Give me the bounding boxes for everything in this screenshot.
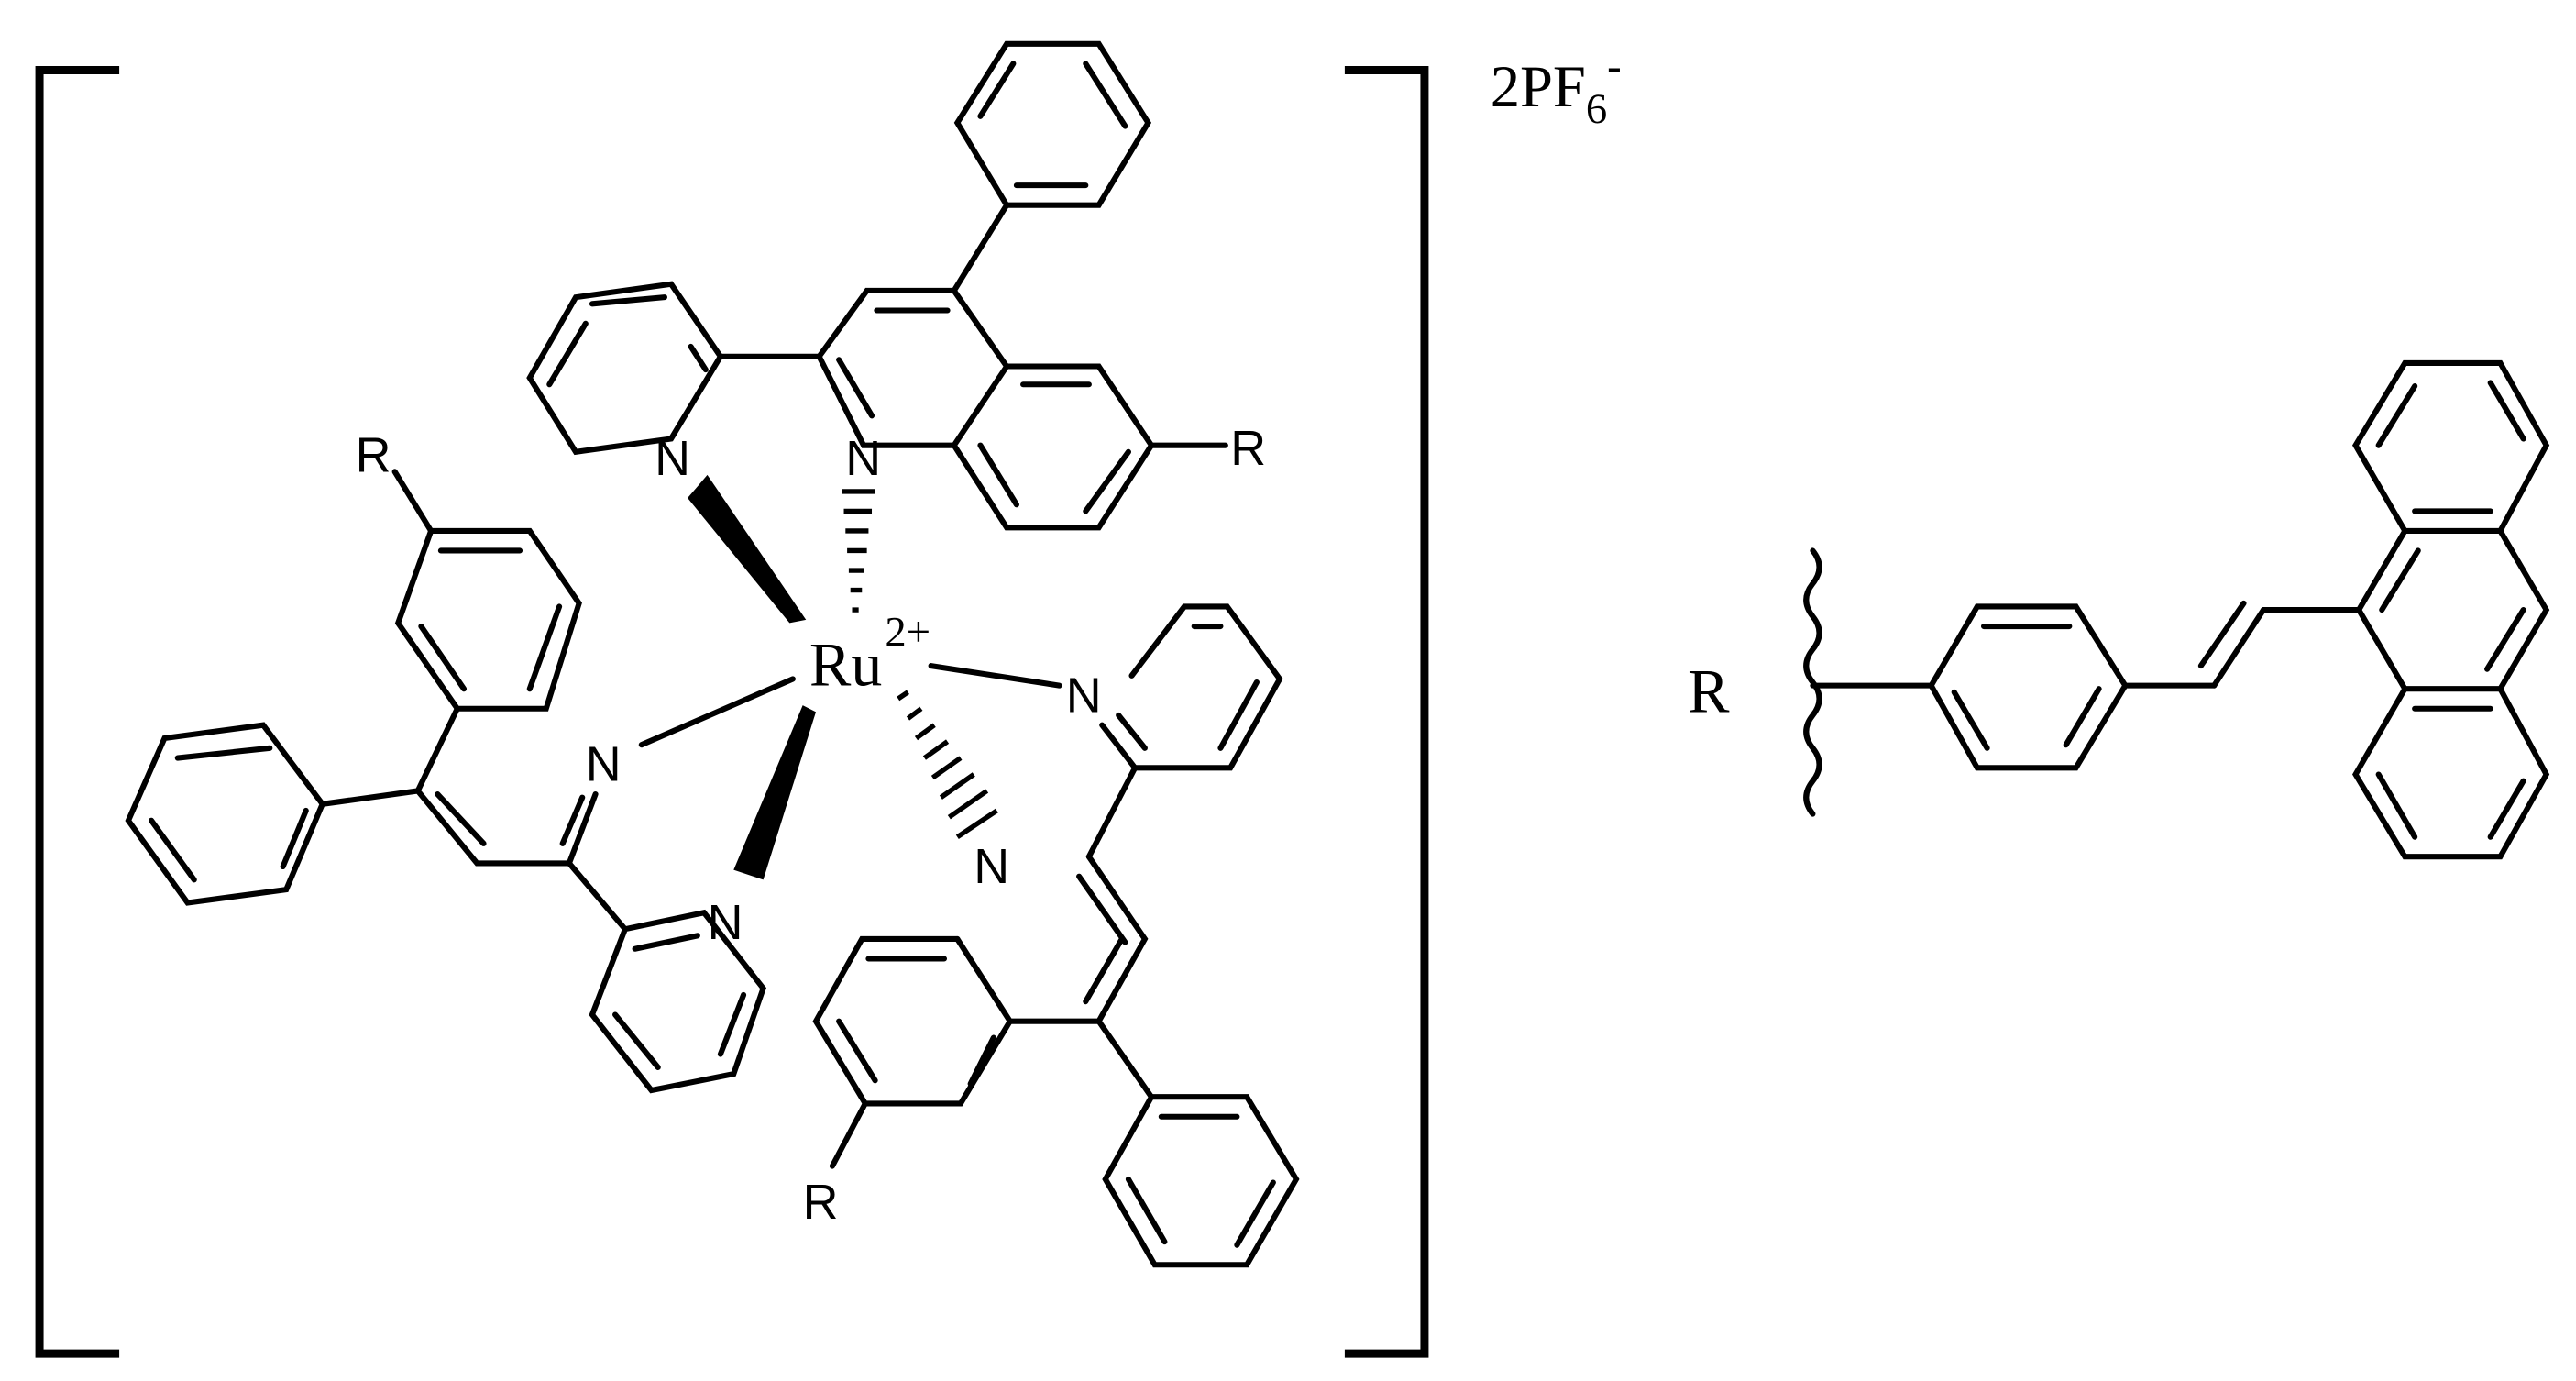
bond-ru-n-right (928, 663, 1062, 689)
ligand-top-pyridine-double-bonds (546, 294, 709, 388)
metal-symbol: Ru (809, 630, 883, 700)
counterion-subscript: 6 (1586, 85, 1607, 133)
phenylene-ring (1928, 603, 2129, 771)
ligand-left-biaryl-bond (566, 860, 628, 933)
counterion-label: 2PF6- (1491, 42, 1622, 133)
ligand-left-phenyl-double-bonds (149, 745, 309, 883)
coordination-bonds (638, 474, 1062, 880)
wavy-attachment-line (1803, 547, 1822, 817)
svg-text:2PF6-: 2PF6- (1491, 42, 1622, 133)
anthracene-central-double-bonds (2379, 547, 2526, 672)
hash-bond-bottom (897, 690, 998, 839)
ligand-left-phenyl-ring (125, 722, 326, 906)
ligand-top-quinoline-ring-a (816, 287, 1010, 448)
counterion-charge: - (1607, 42, 1622, 90)
ligand-top-phenyl-ring (953, 40, 1152, 208)
ligand-top-phenyl-double-bonds (977, 61, 1128, 189)
ligand-top (526, 40, 1228, 531)
hash-bond-top (842, 489, 875, 613)
ligand-bottom (812, 603, 1300, 1268)
nitrogen-bottom-quinoline: N (974, 839, 1009, 894)
counterion-count: 2 (1491, 53, 1520, 119)
substituent-definition: R (1688, 359, 2550, 860)
nitrogen-left-quinoline: N (586, 737, 622, 792)
substituent-definition-label: R (1688, 656, 1730, 725)
right-bracket (1344, 66, 1429, 1358)
ligand-bottom-phenyl-ring (1102, 1094, 1300, 1268)
vinyl-double-bond (2197, 600, 2267, 689)
ligand-left-pyridine-double-bonds (612, 933, 747, 1070)
anthracene-top-double-bonds (2375, 380, 2526, 514)
wedge-bond-top-left (688, 474, 807, 624)
ligand-bottom-quinoline-ring-b-double-bonds (836, 956, 996, 1087)
substituent-r-top: R (1230, 421, 1266, 476)
anthracene-bottom-ring (2352, 686, 2550, 860)
ligand-bottom-quinoline-ring-a-double-bonds (1076, 873, 1128, 1005)
ligand-left-pyridine-ring (589, 909, 767, 1094)
bond-ru-n-left (638, 676, 796, 748)
ligand-left-quinoline-ring-b (394, 527, 582, 712)
left-bracket (35, 66, 120, 1358)
ligand-bottom-phenyl-double-bonds (1125, 1113, 1276, 1248)
substituent-r-bottom: R (803, 1175, 839, 1230)
ligand-left-quinoline-ring-b-double-bonds (418, 547, 563, 692)
ligand-left-quinoline-ring-a (414, 705, 599, 867)
ligand-left-r-bond (391, 469, 435, 534)
nitrogen-bottom-pyridine: N (1066, 668, 1102, 723)
ligand-top-quinoline-ring-a-double-bonds (836, 307, 951, 419)
ligand-bottom-quinoline-ring-b (812, 935, 1013, 1107)
nitrogen-top-pyridine: N (655, 431, 690, 486)
ligand-top-quinoline-ring-b-double-bonds (977, 381, 1131, 514)
substituent-r-left: R (356, 427, 391, 482)
ligand-bottom-biaryl-bond (1085, 765, 1139, 860)
ligand-top-phenyl-bond (951, 202, 1010, 294)
nitrogen-left-pyridine: N (708, 895, 743, 950)
ligand-bottom-phenyl-bond (1095, 1018, 1155, 1100)
ligand-bottom-pyridine-double-bonds (1116, 623, 1260, 751)
ligand-left (125, 469, 767, 1094)
anthracene-top-ring (2352, 359, 2550, 534)
anthracene-central-ring (2355, 527, 2550, 692)
ligand-top-quinoline-ring-b (951, 363, 1155, 531)
wedge-bond-bottom-left (733, 705, 817, 880)
ligand-bottom-r-bond (829, 1100, 868, 1169)
metal-charge: 2+ (885, 609, 930, 657)
ligand-left-phenyl-bond (319, 788, 421, 807)
ligand-left-quinoline-ring-a-double-bonds (435, 790, 586, 846)
counterion-formula: PF (1520, 53, 1586, 119)
atom-labels: Ru 2+ N N N N N N R R R (356, 421, 1266, 1230)
phenylene-double-bonds (1951, 623, 2102, 751)
anthracene-bottom-double-bonds (2375, 705, 2526, 840)
nitrogen-top-quinoline: N (845, 431, 881, 486)
